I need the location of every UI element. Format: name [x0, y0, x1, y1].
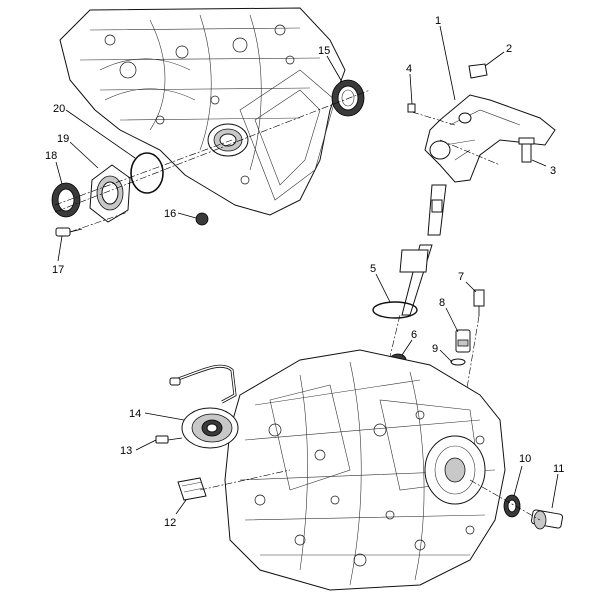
callout-17: 17 [52, 264, 64, 276]
part-18-seal [51, 182, 81, 218]
callout-19: 19 [57, 133, 69, 145]
callout-20: 20 [53, 103, 65, 115]
part-11-sensor [530, 509, 564, 530]
part-20-o-ring [130, 152, 164, 194]
callout-9: 9 [432, 343, 438, 355]
part-17-bolt [55, 227, 83, 237]
callout-7: 7 [458, 271, 464, 283]
callout-6: 6 [411, 329, 417, 341]
callout-18: 18 [45, 150, 57, 162]
callout-1: 1 [435, 15, 441, 27]
callout-10: 10 [519, 453, 531, 465]
part-10-seal [503, 494, 521, 518]
callout-2: 2 [506, 43, 512, 55]
part-3-bolt [518, 137, 535, 163]
callout-16: 16 [164, 208, 176, 220]
part-15-seal [331, 79, 365, 117]
callout-8: 8 [439, 297, 445, 309]
lower-transmission-case [224, 349, 506, 591]
part-1-shift-housing [399, 94, 556, 316]
callout-5: 5 [370, 263, 376, 275]
callout-11: 11 [553, 463, 564, 475]
part-2-cap [468, 63, 488, 79]
callout-labels: 1 2 3 4 5 6 7 8 9 10 11 12 13 14 15 16 1… [45, 15, 564, 529]
part-16-plug [195, 212, 209, 226]
part-14-clutch-actuator [169, 364, 239, 449]
callout-12: 12 [164, 517, 176, 529]
part-5-o-ring [372, 301, 418, 319]
part-12-sensor [177, 477, 207, 501]
callout-3: 3 [550, 165, 556, 177]
callout-15: 15 [318, 45, 330, 57]
callout-13: 13 [120, 445, 132, 457]
part-8-sensor [455, 329, 471, 353]
callout-4: 4 [406, 63, 412, 75]
part-19-bearing-retainer [89, 164, 131, 223]
part-7-switch [473, 289, 485, 316]
part-9-o-ring [450, 358, 466, 366]
part-13-bolt [155, 435, 183, 444]
leader-lines [55, 25, 559, 515]
callout-14: 14 [129, 408, 141, 420]
upper-transmission-case [59, 7, 346, 216]
part-4-clip [407, 103, 416, 113]
